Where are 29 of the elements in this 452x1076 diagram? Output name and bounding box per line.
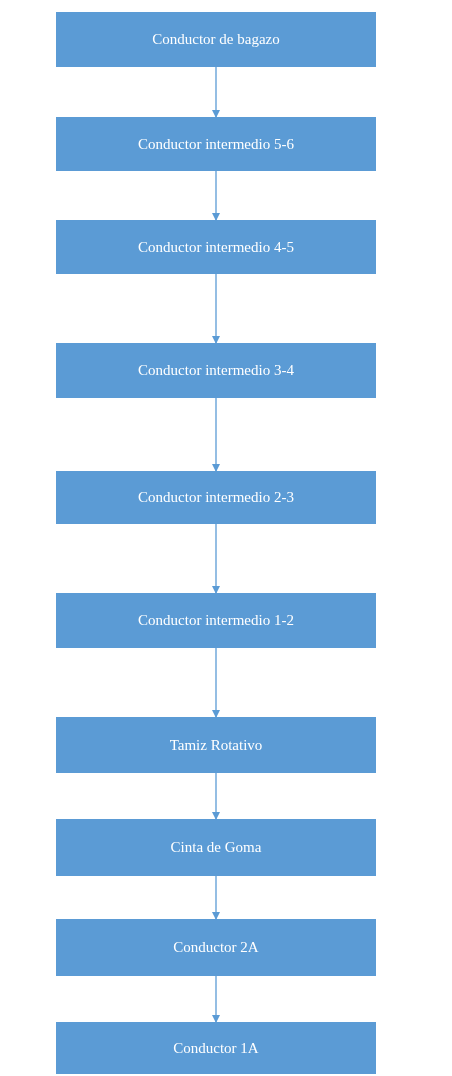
arrow (212, 273, 220, 344)
arrow (212, 523, 220, 594)
box-label: Conductor intermedio 5-6 (138, 134, 294, 154)
box-label: Conductor intermedio 3-4 (138, 361, 294, 381)
arrow (212, 170, 220, 221)
arrow (212, 647, 220, 718)
process-box (56, 717, 376, 773)
process-box (56, 220, 376, 274)
box-label: Conductor intermedio 2-3 (138, 488, 294, 508)
process-box (56, 819, 376, 876)
process-box (56, 12, 376, 67)
box-label: Conductor 1A (173, 1038, 259, 1058)
arrow (212, 66, 220, 118)
box-label: Conductor 2A (173, 938, 259, 958)
arrow (212, 772, 220, 820)
process-box (56, 117, 376, 171)
box-label: Cinta de Goma (170, 838, 262, 858)
process-box (56, 1022, 376, 1074)
process-box (56, 919, 376, 976)
process-box (56, 471, 376, 524)
arrow (212, 397, 220, 472)
box-label: Tamiz Rotativo (169, 735, 263, 755)
arrow (212, 875, 220, 920)
box-label: Conductor intermedio 4-5 (138, 237, 294, 257)
box-label: Conductor de bagazo (152, 30, 280, 50)
box-label: Conductor intermedio 1-2 (138, 611, 294, 631)
process-box (56, 343, 376, 398)
arrow (212, 975, 220, 1023)
process-box (56, 593, 376, 648)
